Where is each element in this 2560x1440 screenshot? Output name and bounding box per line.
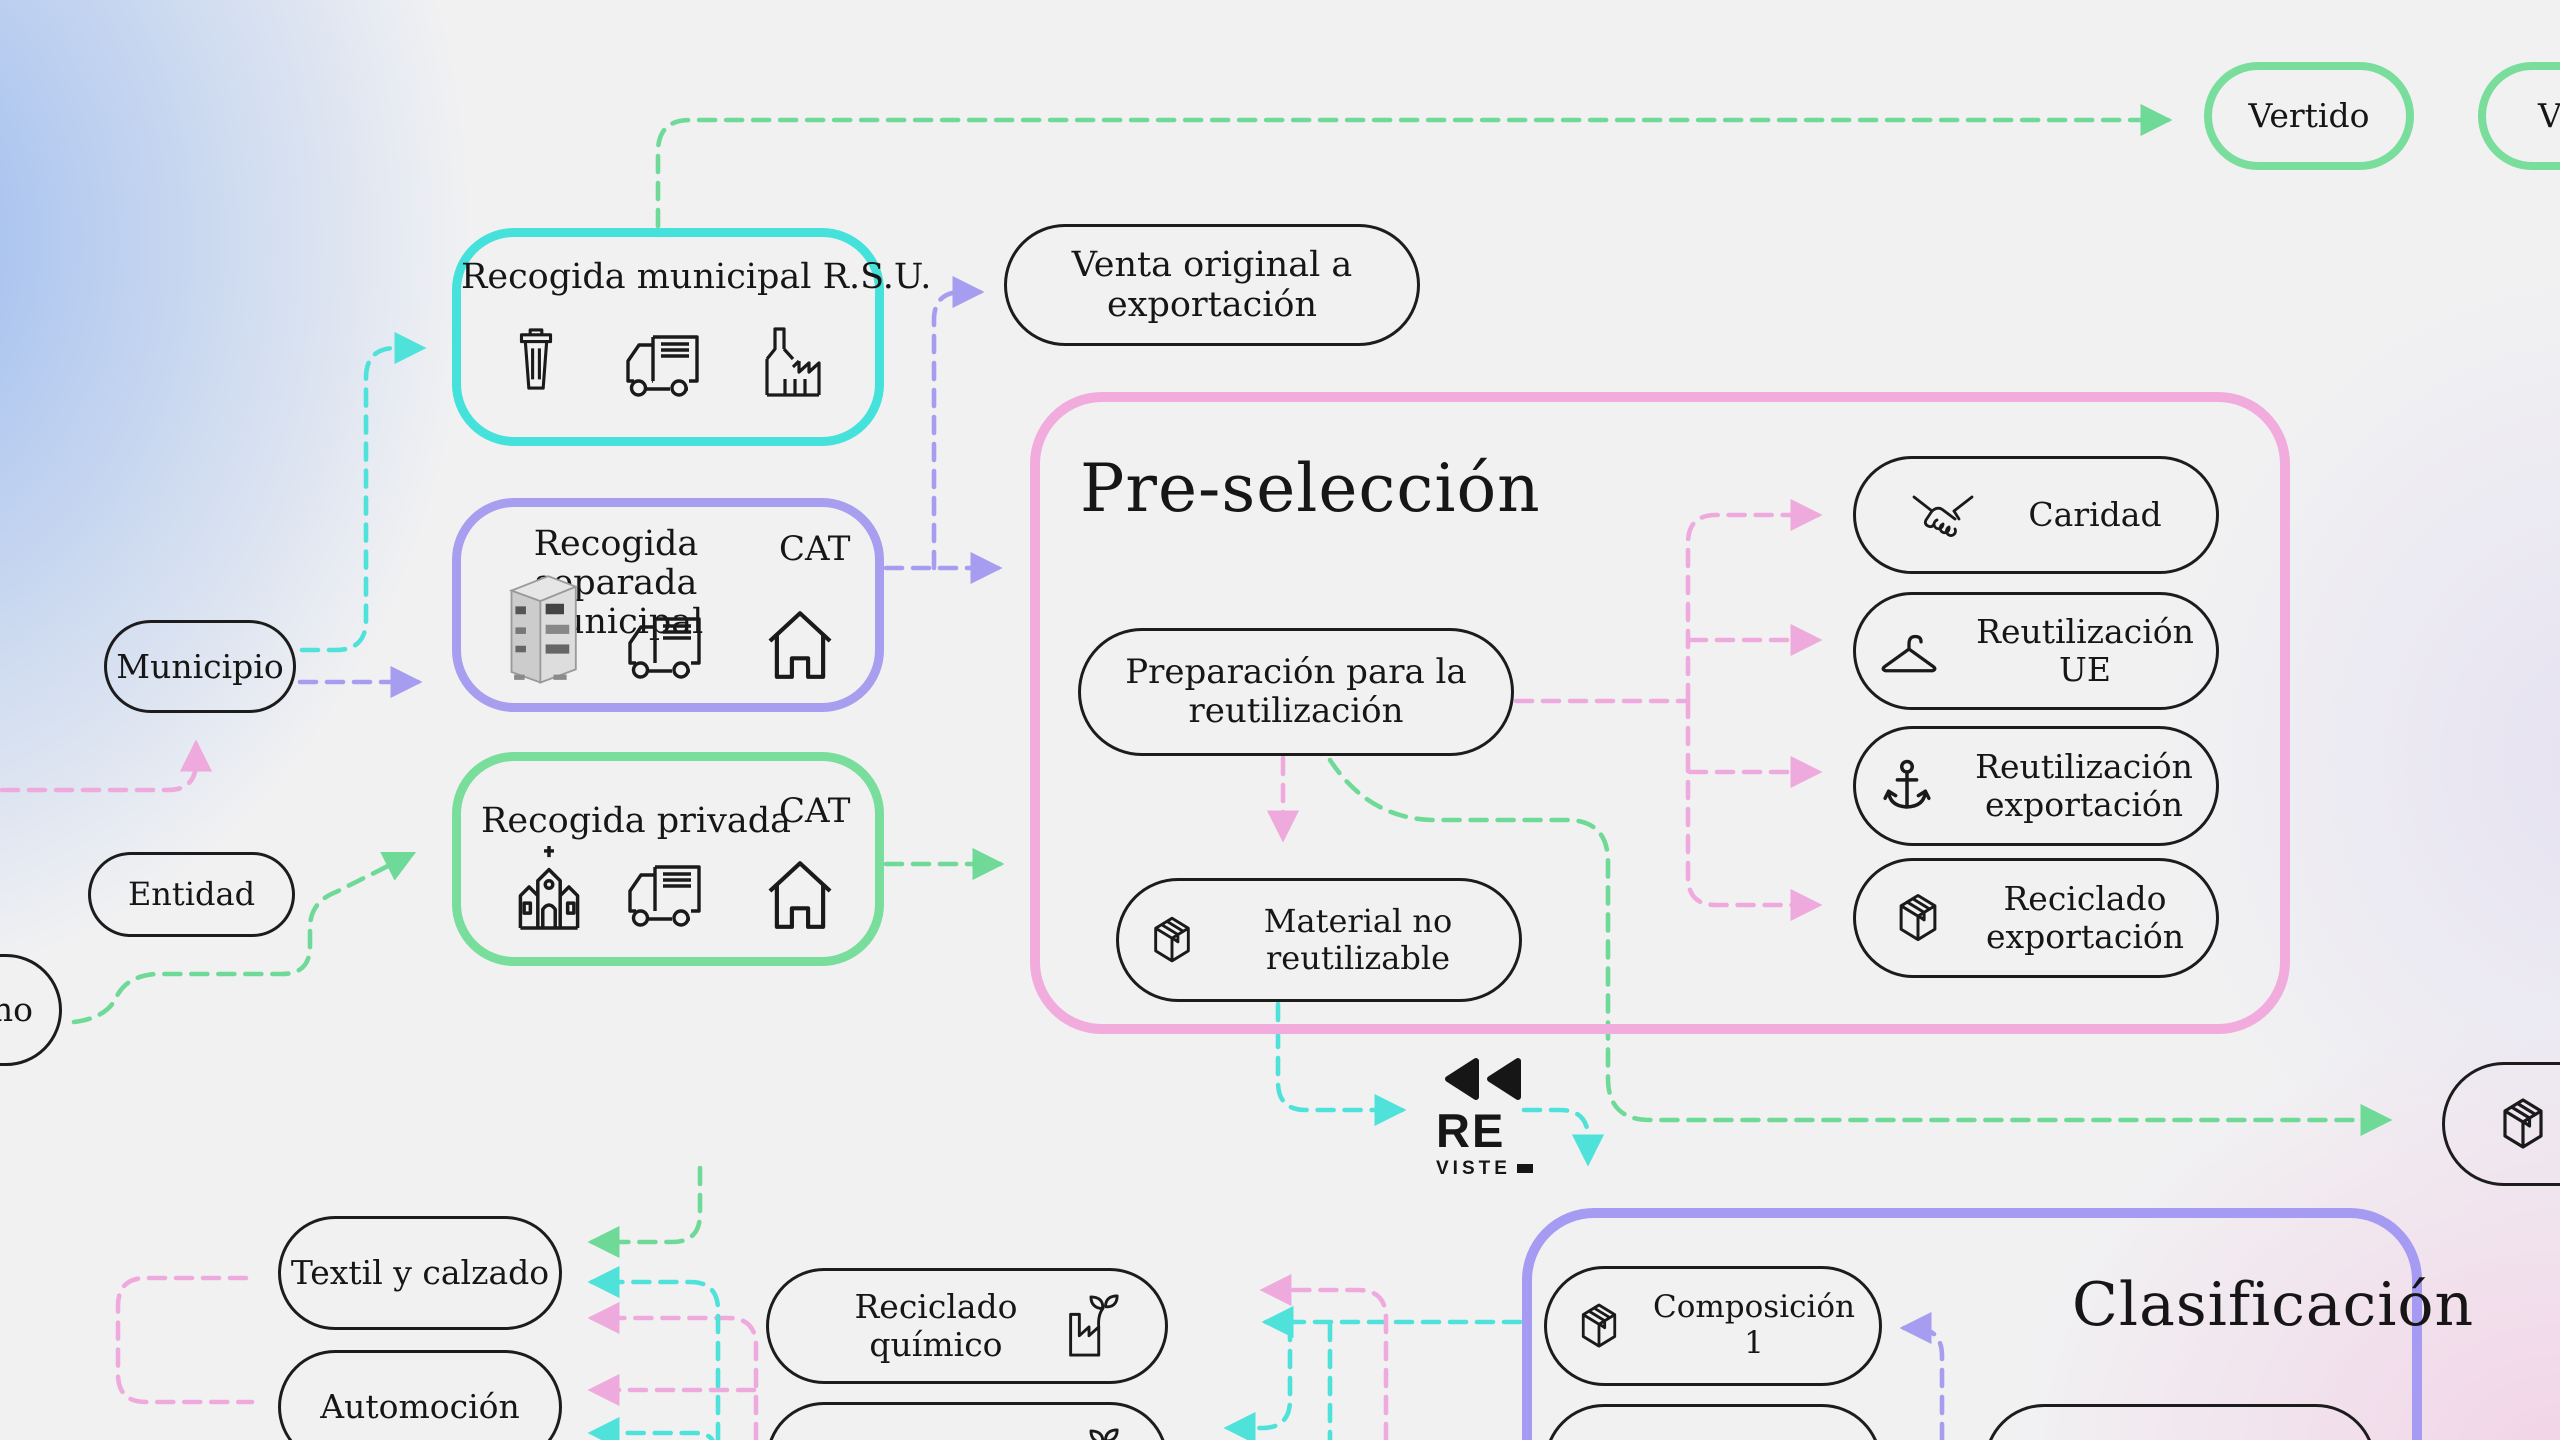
handshake-icon xyxy=(1910,487,1976,543)
node-cut-bottom-center[interactable] xyxy=(766,1402,1168,1440)
node-venta-exportacion[interactable]: Venta original a exportación xyxy=(1004,224,1420,346)
node-caridad-label: Caridad xyxy=(2028,495,2162,535)
group-recogida-privada[interactable]: Recogida privada CAT xyxy=(452,752,884,966)
node-reciclado-exportacion[interactable]: Reciclado exportación xyxy=(1853,858,2219,978)
house-icon xyxy=(763,849,837,933)
node-reutilizacion-ue-label: Reutilización UE xyxy=(1976,612,2194,689)
node-reciclado-exportacion-label: Reciclado exportación xyxy=(1986,880,2184,956)
group-recogida-municipal[interactable]: Recogida municipal R.S.U. xyxy=(452,228,932,446)
house-icon xyxy=(763,599,837,683)
node-edge-left[interactable]: no xyxy=(0,954,62,1066)
node-composicion-1-label: Composición 1 xyxy=(1653,1289,1856,1361)
node-valorizacion[interactable]: Val xyxy=(2478,62,2560,170)
group-pre-seleccion[interactable]: Pre-selección xyxy=(1030,392,2290,1034)
logo-square-mark xyxy=(1516,1164,1533,1173)
node-reciclado-quimico[interactable]: Reciclado químico xyxy=(766,1268,1168,1384)
truck-icon xyxy=(619,609,707,681)
node-material-no-reutilizable[interactable]: Material no reutilizable xyxy=(1116,878,1522,1002)
node-reciclado-exportacion-line2: exportación xyxy=(1986,917,2184,956)
node-reutilizacion-exportacion-line1: Reutilización xyxy=(1975,747,2193,787)
node-edge-left-label: no xyxy=(0,990,33,1030)
re-viste-logo: RE VISTE xyxy=(1436,1056,1546,1178)
node-municipio[interactable]: Municipio xyxy=(104,620,296,713)
group-clasificacion-title: Clasificación xyxy=(2072,1270,2475,1340)
node-valorizacion-label: Val xyxy=(2538,96,2560,136)
container-image xyxy=(501,569,585,691)
node-venta-exportacion-label: Venta original a exportación xyxy=(1071,244,1353,325)
eco-factory-icon xyxy=(1059,1427,1121,1440)
node-entidad-label: Entidad xyxy=(127,875,256,914)
node-automocion-label: Automoción xyxy=(320,1387,520,1427)
package-box-icon xyxy=(1571,1298,1627,1354)
package-box-icon xyxy=(1143,911,1201,969)
node-material-no-reutilizable-label: Material no reutilizable xyxy=(1263,902,1453,977)
package-box-icon xyxy=(2491,1092,2555,1156)
node-reutilizacion-exportacion-label: Reutilización exportación xyxy=(1975,748,2193,824)
anchor-icon xyxy=(1879,756,1935,816)
node-preparacion-label: Preparación para la reutilización xyxy=(1125,651,1467,731)
node-caridad[interactable]: Caridad xyxy=(1853,456,2219,574)
truck-icon xyxy=(619,857,707,929)
hanger-icon xyxy=(1878,624,1940,678)
re-viste-logo-bottom: VISTE xyxy=(1436,1159,1546,1178)
node-reciclado-quimico-label: Reciclado químico xyxy=(854,1287,1018,1364)
church-icon xyxy=(509,841,589,933)
group-recogida-privada-cat-label: CAT xyxy=(779,791,851,831)
node-reutilizacion-ue[interactable]: Reutilización UE xyxy=(1853,592,2219,710)
group-clasificacion[interactable]: Clasificación xyxy=(1522,1208,2473,1440)
node-reutilizacion-exportacion-line2: exportación xyxy=(1985,785,2183,824)
node-entidad[interactable]: Entidad xyxy=(88,852,295,937)
node-reciclado-exportacion-line1: Reciclado xyxy=(2003,879,2167,919)
group-recogida-separada-cat-label: CAT xyxy=(779,529,851,569)
node-vertido[interactable]: Vertido xyxy=(2204,62,2414,170)
node-textil-calzado[interactable]: Textil y calzado xyxy=(278,1216,562,1330)
eco-factory-icon xyxy=(1059,1293,1121,1359)
node-composicion-1[interactable]: Composición 1 xyxy=(1544,1266,1882,1386)
factory-icon xyxy=(755,319,831,399)
package-box-icon xyxy=(1888,888,1948,948)
node-composicion-cut[interactable] xyxy=(1544,1404,1882,1440)
group-pre-seleccion-title: Pre-selección xyxy=(1080,450,1541,527)
re-viste-logo-top: RE xyxy=(1436,1104,1506,1157)
trash-icon xyxy=(505,321,567,399)
group-recogida-privada-title: Recogida privada xyxy=(481,801,791,841)
rewind-icon xyxy=(1436,1056,1524,1102)
node-automocion[interactable]: Automoción xyxy=(278,1350,562,1440)
node-preparacion[interactable]: Preparación para la reutilización xyxy=(1078,628,1514,756)
group-recogida-municipal-title: Recogida municipal R.S.U. xyxy=(461,257,932,297)
package-box-icon xyxy=(1672,1436,1728,1440)
group-recogida-separada[interactable]: Recogida separada municipal CAT xyxy=(452,498,884,712)
truck-icon xyxy=(617,327,705,399)
node-edge-right[interactable] xyxy=(2442,1062,2560,1186)
node-clasificacion-cut[interactable] xyxy=(1984,1404,2376,1440)
re-viste-logo-bottom-text: VISTE xyxy=(1436,1158,1511,1179)
node-reutilizacion-exportacion[interactable]: Reutilización exportación xyxy=(1853,726,2219,846)
node-textil-calzado-label: Textil y calzado xyxy=(290,1253,550,1293)
node-vertido-label: Vertido xyxy=(2248,96,2370,136)
node-municipio-label: Municipio xyxy=(116,646,284,686)
